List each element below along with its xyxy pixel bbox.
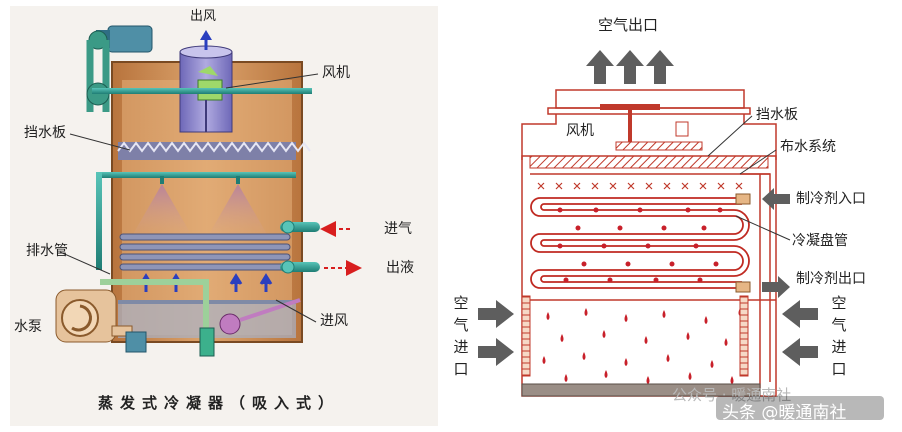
right-baffle (529, 155, 769, 169)
label-air-in: 进风 (320, 313, 348, 329)
float-valve (219, 298, 301, 335)
water-spray (132, 184, 268, 236)
label-baffle-left: 挡水板 (24, 125, 66, 141)
left-inlet-grille (521, 295, 531, 377)
liquid-outlet-pipe (280, 260, 362, 276)
air-outlet-arrows (586, 50, 674, 84)
label-air-inlet-left: 空气进口 (453, 294, 469, 378)
wechat-watermark: 公众号 · 暖通南社 (672, 386, 792, 404)
toutiao-watermark-badge (716, 396, 884, 420)
refrigerant-inlet-header (735, 193, 751, 205)
water-basin (521, 383, 761, 397)
label-condensing-coil: 冷凝盘管 (792, 233, 848, 249)
left-caption: 蒸发式冷凝器（吸入式） (98, 394, 341, 412)
label-outlet-air: 出风 (190, 9, 217, 24)
leader-lines-left (59, 73, 319, 323)
drive-shaft (92, 88, 312, 94)
label-water-distribution: 布水系统 (780, 139, 836, 155)
label-baffle-right: 挡水板 (756, 107, 798, 123)
coil-droplets (557, 207, 723, 283)
label-refrigerant-outlet: 制冷剂出口 (796, 271, 866, 287)
condensing-coil-left (119, 233, 291, 271)
label-gas-in: 进气 (384, 221, 412, 237)
right-casing (521, 89, 777, 397)
refrigerant-outlet-header (735, 281, 751, 293)
leader-lines-right (707, 115, 791, 241)
label-fan-left: 风机 (322, 65, 350, 81)
water-distribution-pipe (530, 173, 771, 388)
right-inlet-grille (739, 295, 749, 377)
air-inlet-arrows-right (782, 300, 818, 366)
label-liquid-out: 出液 (386, 260, 414, 276)
motor-drive (86, 25, 153, 112)
label-fan-right: 风机 (566, 123, 594, 139)
label-drain-pipe: 排水管 (26, 243, 68, 259)
label-refrigerant-inlet: 制冷剂入口 (796, 191, 866, 207)
right-fan (600, 104, 703, 151)
label-pump: 水泵 (14, 319, 42, 335)
water-pump (55, 289, 147, 353)
baffle-plate (117, 141, 311, 160)
label-air-outlet: 空气出口 (598, 16, 659, 34)
spray-nozzles (537, 182, 743, 190)
spray-header (96, 172, 296, 270)
air-inlet-arrows-left (478, 300, 514, 366)
drain-pipe (100, 279, 215, 357)
gas-inlet-pipe (280, 220, 350, 237)
condensing-coil-right (530, 197, 750, 289)
refrigerant-arrows (762, 188, 790, 298)
outlet-air-arrow (200, 30, 212, 50)
label-air-inlet-right: 空气进口 (831, 294, 847, 378)
toutiao-watermark: 头条 @暖通南社 (722, 403, 847, 423)
falling-droplets (542, 308, 742, 384)
